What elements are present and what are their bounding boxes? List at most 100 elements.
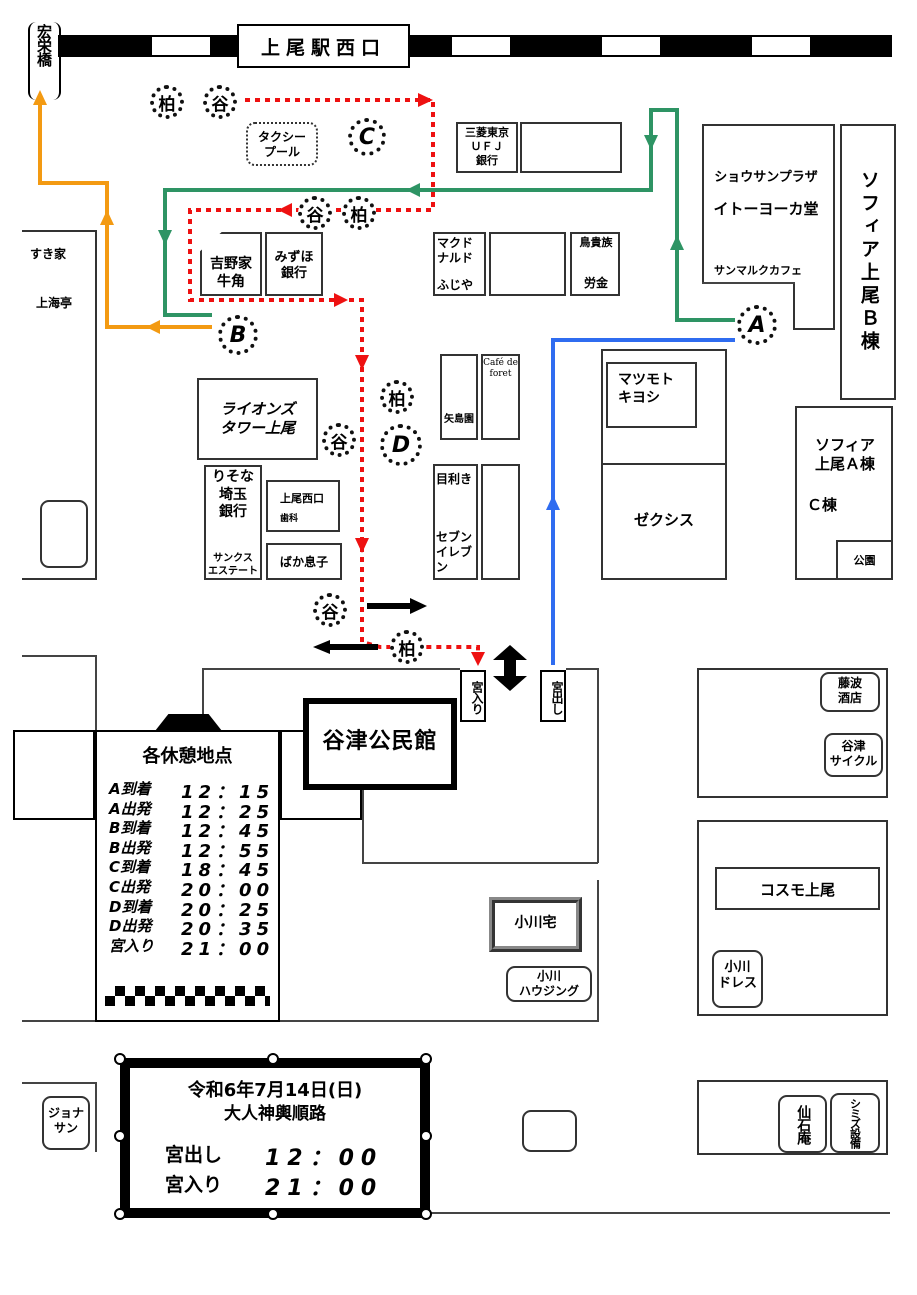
arrow-blue [546,495,560,510]
schedule-title: 各休憩地点 [142,746,233,767]
schedule-label: D到着 [109,897,152,916]
sofia-a-label: ソフィア 上尾Ａ棟 [814,436,875,473]
arrow-black-left [313,640,378,654]
bakamusuko: ばか息子 [266,543,342,580]
sukiya: すき家 [30,247,67,261]
schedule-label: B出発 [109,838,151,857]
board-dot [114,1130,126,1142]
schedule-label: B到着 [109,819,151,838]
arrow-red [471,652,485,666]
ito-yokado-building [702,124,835,284]
lions-tower: ライオンズ タワー上尾 [197,378,318,460]
ito-yokado: イトーヨーカ堂 [713,200,819,218]
arrow-red [355,355,369,370]
rokin-label: 労金 [583,276,608,290]
info-board: 令和6年7月14日(日) 大人神輿順路 宮出し 12：00 宮入り 21：00 [120,1058,430,1218]
board-dot [267,1208,279,1220]
sengokuan: 仙石庵 [778,1095,827,1153]
marker-yatsu: 谷 [203,85,237,119]
seven-eleven-label: セブン イレブ ン [436,530,473,574]
info-label: 宮入り [165,1174,223,1196]
schedule-label: 宮入り [109,936,155,955]
board-dot [420,1130,432,1142]
arrow-green [670,235,684,250]
dental-label: 上尾西口 [280,492,324,505]
schedule-label: A出発 [109,799,151,818]
board-dot [267,1053,279,1065]
resona-bank: りそな 埼玉 銀行サンクス エステート [204,465,262,580]
event-title: 大人神輿順路 [224,1104,326,1124]
building [520,122,622,173]
marker-B: B [218,315,258,355]
board-dot [114,1053,126,1065]
mekiki-label: 目利き [436,472,473,486]
route-red [188,98,480,662]
route-orange [38,100,212,329]
small-building [522,1110,577,1152]
shimizu-setsubi: シミズ設備 [830,1093,880,1153]
schedule-time: 21：00 [181,938,275,960]
fujinami-sake: 藤波 酒店 [820,672,880,712]
building [481,464,520,580]
ogawa-housing: 小川 ハウジング [506,966,592,1002]
bridge-label: 宏栄橋 [28,22,61,100]
schedule-label: C到着 [109,858,151,877]
mcdonalds-label: マクド ナルド [437,236,474,265]
schedule-label: A到着 [109,780,151,798]
schedule-roof [155,714,222,731]
dental-label-2: 歯科 [280,514,299,524]
shanghai-tei: 上海亭 [36,296,73,310]
park: 公園 [836,540,893,580]
arrow-red [278,203,292,217]
arrow-orange [146,320,160,334]
board-dot [420,1208,432,1220]
dental-clinic: 上尾西口歯科 [266,480,340,532]
parking [40,500,88,568]
arrow-red [334,293,348,307]
station-label: 上尾駅西口 [237,24,410,68]
checker-pattern [105,986,270,1006]
schedule-label: C出発 [109,878,151,896]
arrow-black-right [367,598,427,614]
shosan-plaza: ショウサンプラザ [714,170,818,185]
marker-A: A [737,305,777,345]
info-label: 宮出し [165,1144,223,1166]
thanks-estate-label: サンクス エステート [208,553,258,577]
building [489,232,566,296]
cafe-de-foret: Café de foret [481,354,520,440]
torikizoku: 鳥貴族労金 [570,232,620,296]
schedule-time: 12：25 [181,801,275,823]
info-row: 宮出し 12：00 [165,1140,405,1171]
info-time: 12：00 [265,1146,384,1171]
marker-C: C [348,118,386,156]
arrow-black-updown [493,645,527,691]
cosmo-ageo: コスモ上尾 [715,867,880,910]
marker-D: D [380,424,422,466]
ogawa-house: 小川宅 [489,897,582,952]
schedule-time: 20：25 [181,899,275,921]
miyairi-marker: 宮入り [460,670,486,722]
arrow-red [418,93,433,107]
arrow-green [644,135,658,150]
matsumoto-kiyoshi: マツモト キヨシ [606,362,697,428]
sofia-c-label: Ｃ棟 [807,496,838,514]
info-time: 21：00 [265,1176,384,1201]
arrow-red [355,538,369,553]
arrow-orange [100,210,114,225]
resona-label: りそな 埼玉 銀行 [212,469,254,520]
yajimaen: 矢島園 [440,354,478,440]
zexis: ゼクシス [601,463,727,580]
jonathan: ジョナ サン [42,1096,90,1150]
schedule-time: 12：15 [181,782,275,803]
miyadashi-marker: 宮出し [540,670,566,722]
event-date: 令和6年7月14日(日) [187,1080,363,1101]
yoshinoya-gyukaku: 吉野家 牛角 [200,232,262,296]
board-dot [420,1053,432,1065]
mekiki: 目利きセブン イレブ ン [433,464,478,580]
schedule-time: 20：00 [181,880,275,901]
